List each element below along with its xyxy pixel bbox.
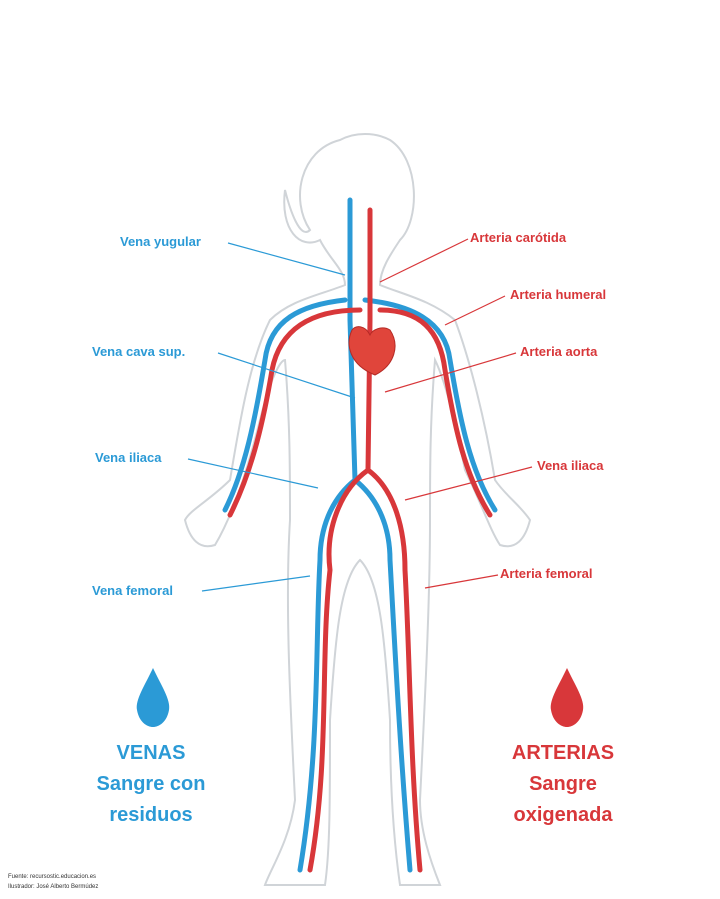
heart-icon bbox=[348, 326, 396, 376]
legend-arteries-title: ARTERIAS bbox=[511, 742, 615, 764]
legend-veins-line2: residuos bbox=[109, 804, 193, 826]
arteries bbox=[227, 207, 493, 873]
legend-veins-title: VENAS bbox=[116, 742, 186, 764]
label-vena-iliaca-right: Vena iliaca bbox=[537, 458, 604, 473]
credit-source: Fuente: recursostic.educacion.es bbox=[8, 874, 97, 880]
legend-veins: VENAS Sangre con residuos bbox=[51, 738, 251, 831]
legend-arteries-line1: Sangre bbox=[529, 773, 597, 795]
label-arteria-carotida: Arteria carótida bbox=[470, 230, 567, 245]
blue-drop-icon bbox=[136, 668, 170, 727]
body-outline bbox=[183, 133, 532, 886]
label-vena-yugular: Vena yugular bbox=[120, 234, 201, 249]
label-arteria-aorta: Arteria aorta bbox=[520, 344, 598, 359]
label-arteria-femoral: Arteria femoral bbox=[500, 566, 593, 581]
legend-arteries-line2: oxigenada bbox=[513, 804, 613, 826]
leader-lines bbox=[187, 238, 533, 592]
label-vena-iliaca-left: Vena iliaca bbox=[95, 450, 162, 465]
red-drop-icon bbox=[550, 668, 584, 727]
legend-veins-line1: Sangre con bbox=[96, 773, 206, 795]
label-vena-cava-sup: Vena cava sup. bbox=[92, 344, 186, 359]
label-vena-femoral: Vena femoral bbox=[92, 583, 173, 598]
credit-illustrator: Ilustrador: José Alberto Bermúdez bbox=[8, 884, 99, 890]
label-arteria-humeral: Arteria humeral bbox=[510, 287, 607, 302]
legend-arteries: ARTERIAS Sangre oxigenada bbox=[463, 738, 663, 831]
veins bbox=[222, 197, 498, 873]
